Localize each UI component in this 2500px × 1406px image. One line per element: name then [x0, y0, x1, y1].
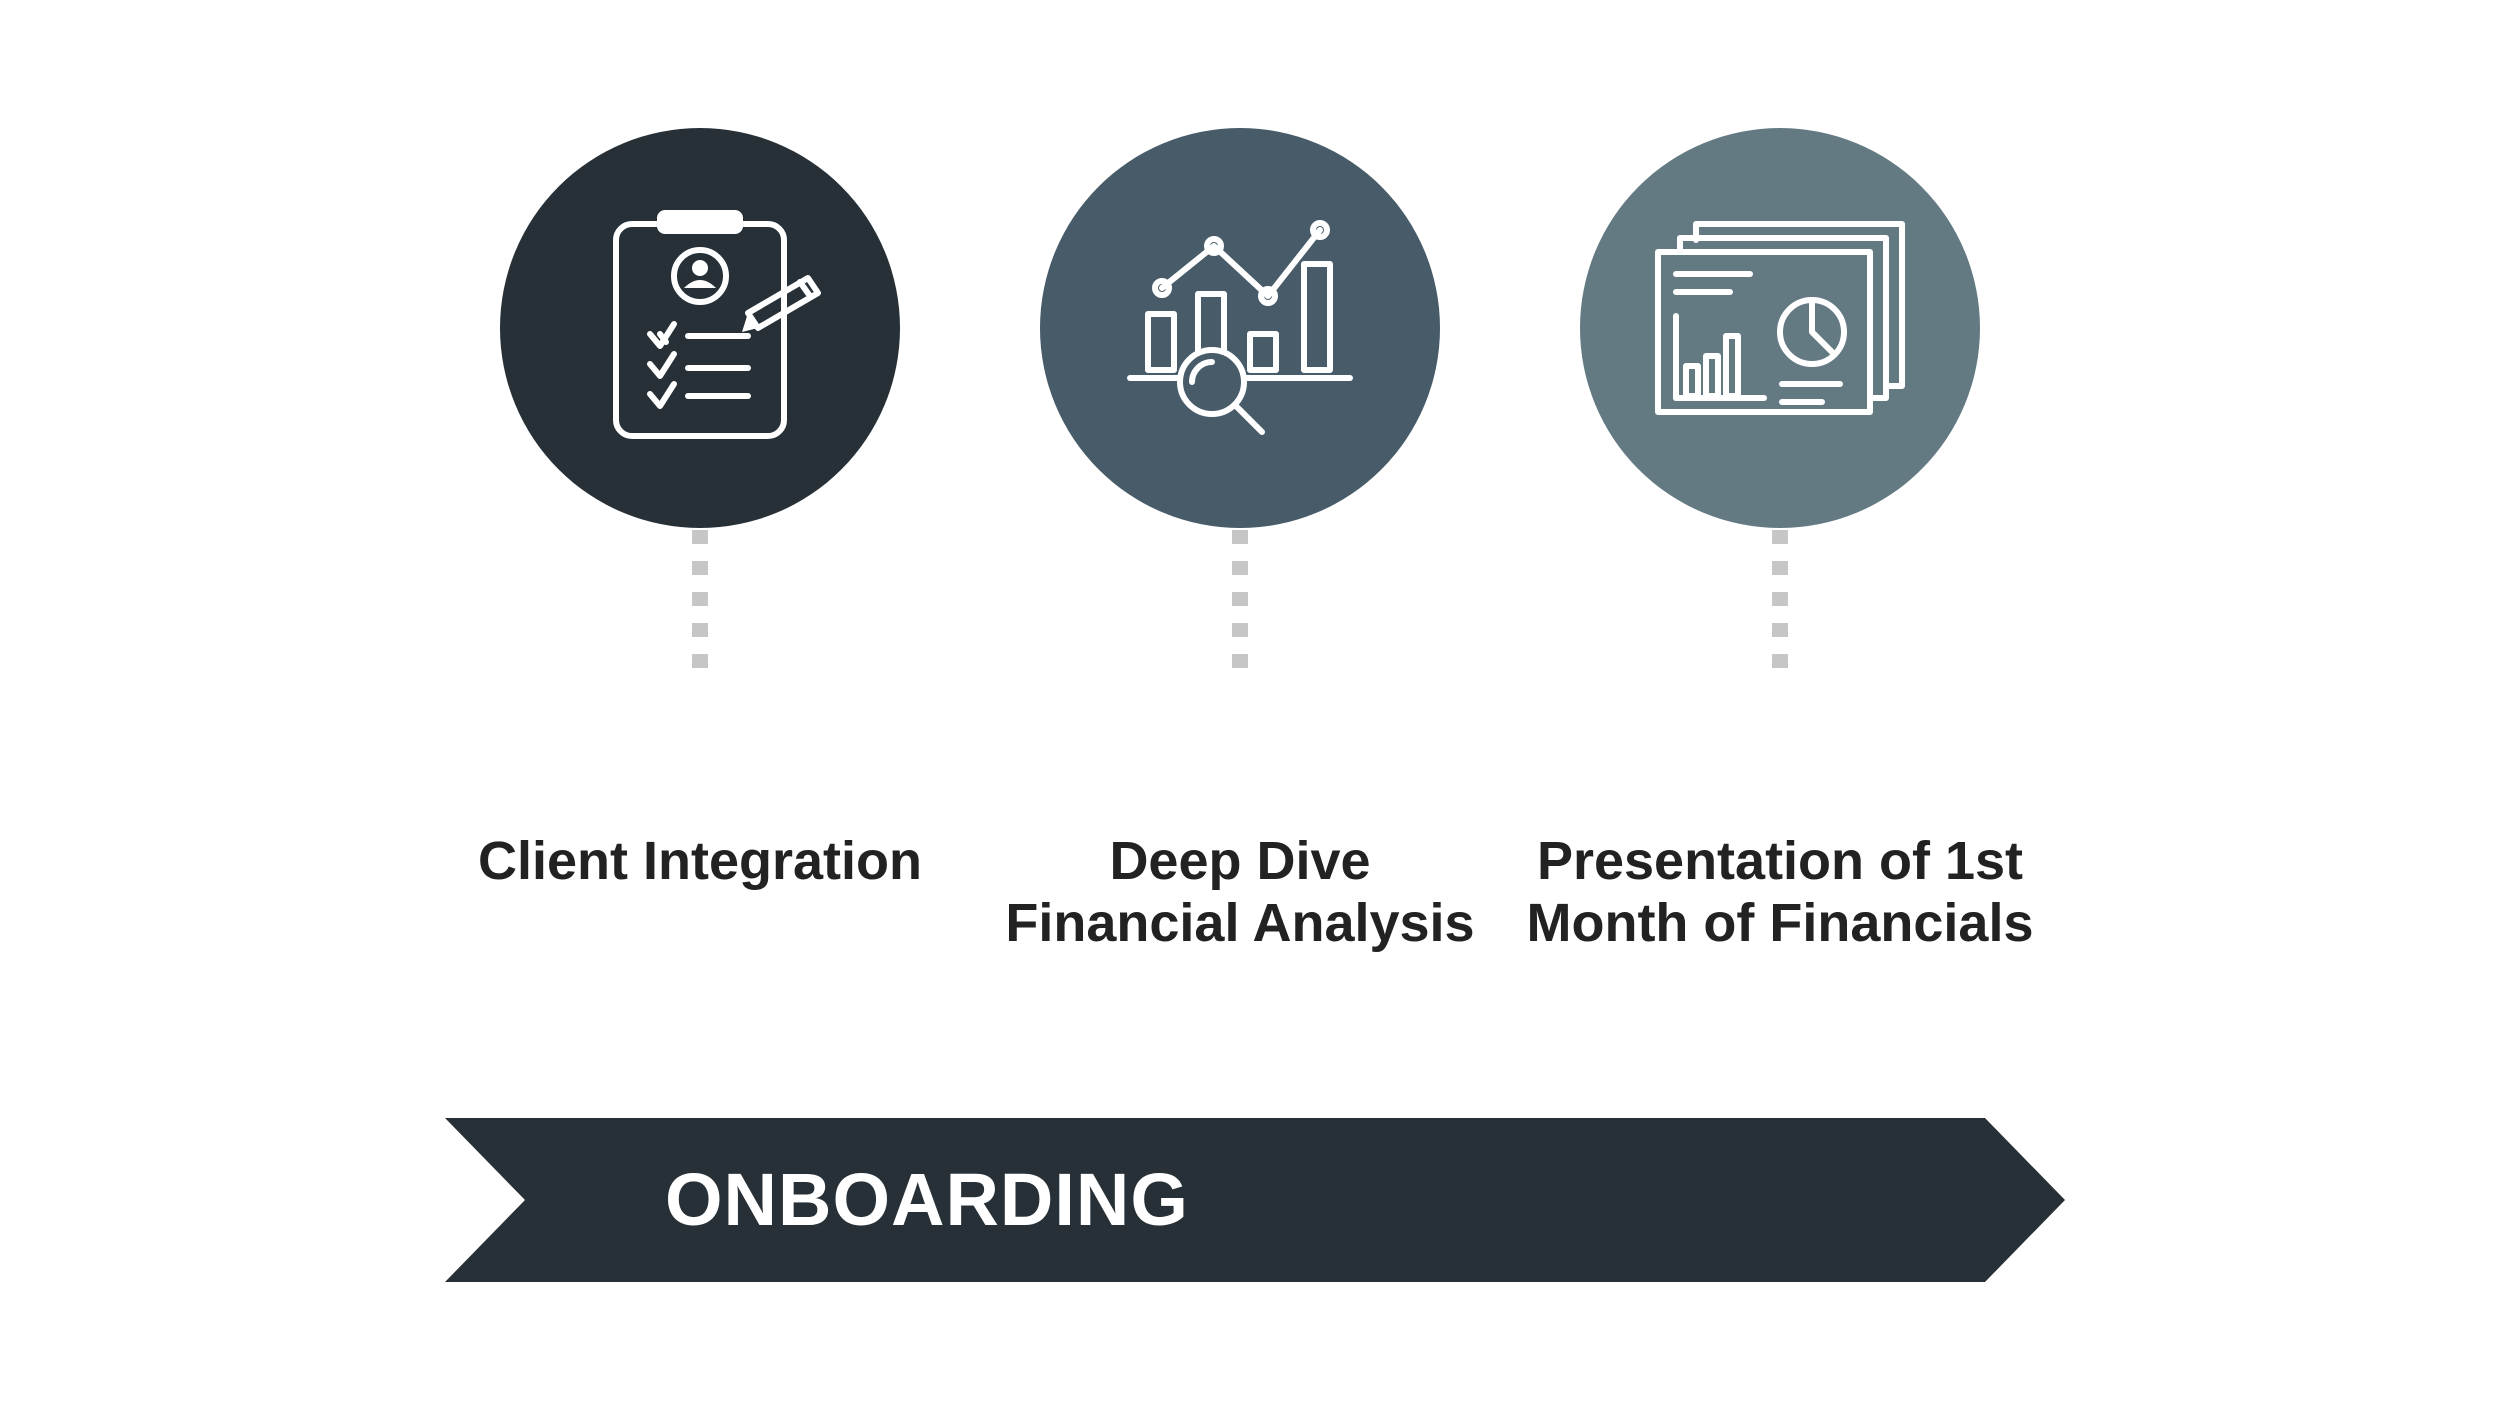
onboarding-banner: ONBOARDING	[445, 1118, 2065, 1282]
step-client-integration: Client Integration	[380, 0, 1020, 1000]
step-circle	[1580, 128, 1980, 528]
step-circle	[500, 128, 900, 528]
step-presentation: Presentation of 1st Month of Financials	[1460, 0, 2100, 1000]
dotted-connector	[692, 530, 708, 668]
step-label: Presentation of 1st Month of Financials	[1526, 831, 2034, 953]
chart-magnifier-icon	[1127, 220, 1353, 435]
dotted-connector	[1232, 530, 1248, 668]
step-label: Client Integration	[478, 831, 922, 891]
dotted-connector	[1772, 530, 1788, 668]
chevron-arrow-shape	[445, 1118, 2065, 1282]
presentation-slides-icon	[1655, 221, 1905, 415]
clipboard-checklist-icon	[613, 210, 821, 439]
banner-title: ONBOARDING	[665, 1158, 1189, 1241]
step-circle	[1040, 128, 1440, 528]
step-deep-dive: Deep Dive Financial Analysis	[920, 0, 1560, 1000]
step-label: Deep Dive Financial Analysis	[1005, 831, 1475, 953]
